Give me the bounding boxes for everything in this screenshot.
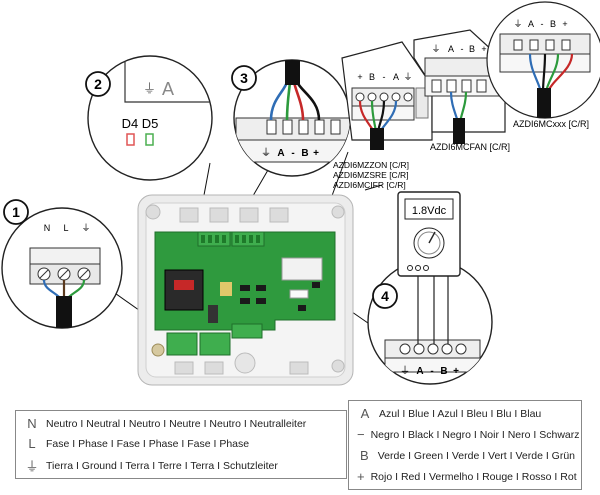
a-symbol: A — [162, 79, 174, 99]
legend-text: Tierra I Ground I Terra I Terre I Terra … — [46, 459, 278, 472]
legend-row-plus: + Rojo I Red I Vermelho I Rouge I Rosso … — [357, 469, 577, 484]
multimeter-display: 1.8Vdc — [412, 205, 447, 217]
mc-connector: ⏚ A - B + AZDI6MCxxx [C/R] — [486, 1, 600, 129]
power-module — [164, 269, 204, 311]
pin-a: A — [448, 44, 454, 54]
plus-icon: + — [357, 469, 365, 484]
pin-ground: ⏚ — [431, 44, 440, 54]
a-icon: A — [360, 406, 370, 421]
legend-text: Verde I Green I Verde I Vert I Verde I G… — [377, 449, 575, 462]
legend-wire-colors: A Azul I Blue I Azul I Bleu I Blu I Blau… — [348, 400, 582, 490]
phase-label: L — [63, 223, 68, 233]
legend-text: Rojo I Red I Vermelho I Rouge I Rosso I … — [370, 470, 577, 483]
legend-row-ground: ⏚ Tierra I Ground I Terra I Terre I Terr… — [24, 456, 340, 475]
pin-plus: + — [357, 72, 362, 82]
pin-plus: + — [481, 44, 486, 54]
legend-text: Fase I Phase I Fase I Phase I Fase I Pha… — [46, 437, 250, 450]
legend-row-minus: − Negro I Black I Negro I Noir I Nero I … — [357, 427, 580, 442]
terminal-ground: ⏚ — [400, 365, 410, 377]
pin-b: B — [469, 44, 475, 54]
terminal-minus: - — [430, 366, 433, 377]
led-d5 — [145, 133, 154, 146]
model-cifr: AZDI6MCIFR [C/R] — [333, 180, 406, 190]
terminal-ground: ⏚ — [261, 147, 271, 159]
ground-label: ⏚ — [81, 223, 90, 233]
pin-b: B — [369, 72, 375, 82]
legend-row-a: A Azul I Blue I Azul I Bleu I Blu I Blau — [357, 406, 575, 421]
ground-icon: ⏚ — [25, 459, 39, 474]
callout-voltage-test: ⏚ A - B + 4 — [367, 259, 493, 385]
legend-row-b: B Verde I Green I Verde I Vert I Verde I… — [357, 448, 575, 463]
terminal-b: B — [301, 148, 308, 159]
pin-a: A — [528, 19, 534, 29]
pin-minus: - — [461, 44, 464, 54]
model-zsre: AZDI6MZSRE [C/R] — [333, 170, 409, 180]
model-zzon: AZDI6MZZON [C/R] — [333, 160, 409, 170]
callout-power-terminal: N L ⏚ 1 — [1, 199, 123, 329]
minus-icon: − — [357, 427, 365, 442]
pin-minus: - — [541, 19, 544, 29]
controller-unit — [137, 194, 354, 386]
terminal-plus: + — [313, 148, 319, 159]
callout-number: 4 — [381, 288, 389, 304]
pin-plus: + — [562, 19, 567, 29]
pin-a: A — [393, 72, 399, 82]
legend-row-neutral: N Neutro I Neutral I Neutro I Neutre I N… — [24, 416, 340, 431]
callout-bus-connector: ⏚ A - B + 3 — [231, 59, 351, 177]
terminal-a: A — [277, 148, 284, 159]
fan-connector: ⏚ A - B + AZDI6MCFAN [C/R] — [413, 29, 510, 152]
model-mc: AZDI6MCxxx [C/R] — [513, 119, 589, 129]
callout-leds: ⏚ A D4 D5 2 — [85, 55, 213, 181]
terminal-minus: - — [291, 148, 294, 159]
pin-minus: - — [383, 72, 386, 82]
led-d4 — [126, 133, 135, 146]
legend-row-phase: L Fase I Phase I Fase I Phase I Fase I P… — [24, 436, 340, 451]
terminal-a: A — [416, 366, 423, 377]
ground-symbol: ⏚ — [143, 81, 156, 96]
legend-text: Negro I Black I Negro I Noir I Nero I Sc… — [370, 428, 580, 441]
neutral-label: N — [44, 223, 51, 233]
terminal-b: B — [440, 366, 447, 377]
pin-ground: ⏚ — [403, 72, 412, 82]
callout-number: 2 — [94, 76, 102, 92]
pin-ground: ⏚ — [513, 19, 522, 29]
pin-b: B — [550, 19, 556, 29]
legend-text: Azul I Blue I Azul I Bleu I Blu I Blau — [379, 407, 542, 420]
b-icon: B — [360, 448, 369, 463]
legend-wire-types: N Neutro I Neutral I Neutro I Neutre I N… — [15, 410, 347, 479]
legend-text: Neutro I Neutral I Neutro I Neutre I Neu… — [46, 417, 307, 430]
led-labels: D4 D5 — [122, 116, 159, 131]
multimeter: 1.8Vdc — [397, 191, 461, 277]
phase-icon: L — [28, 436, 36, 451]
callout-number: 3 — [240, 70, 248, 86]
neutral-icon: N — [27, 416, 37, 431]
terminal-plus: + — [453, 366, 459, 377]
callout-number: 1 — [12, 204, 20, 220]
zone-connector: + B - A ⏚ AZDI6MZZON [C/R] AZDI6MZSRE [C… — [333, 41, 433, 190]
model-fan: AZDI6MCFAN [C/R] — [430, 142, 510, 152]
